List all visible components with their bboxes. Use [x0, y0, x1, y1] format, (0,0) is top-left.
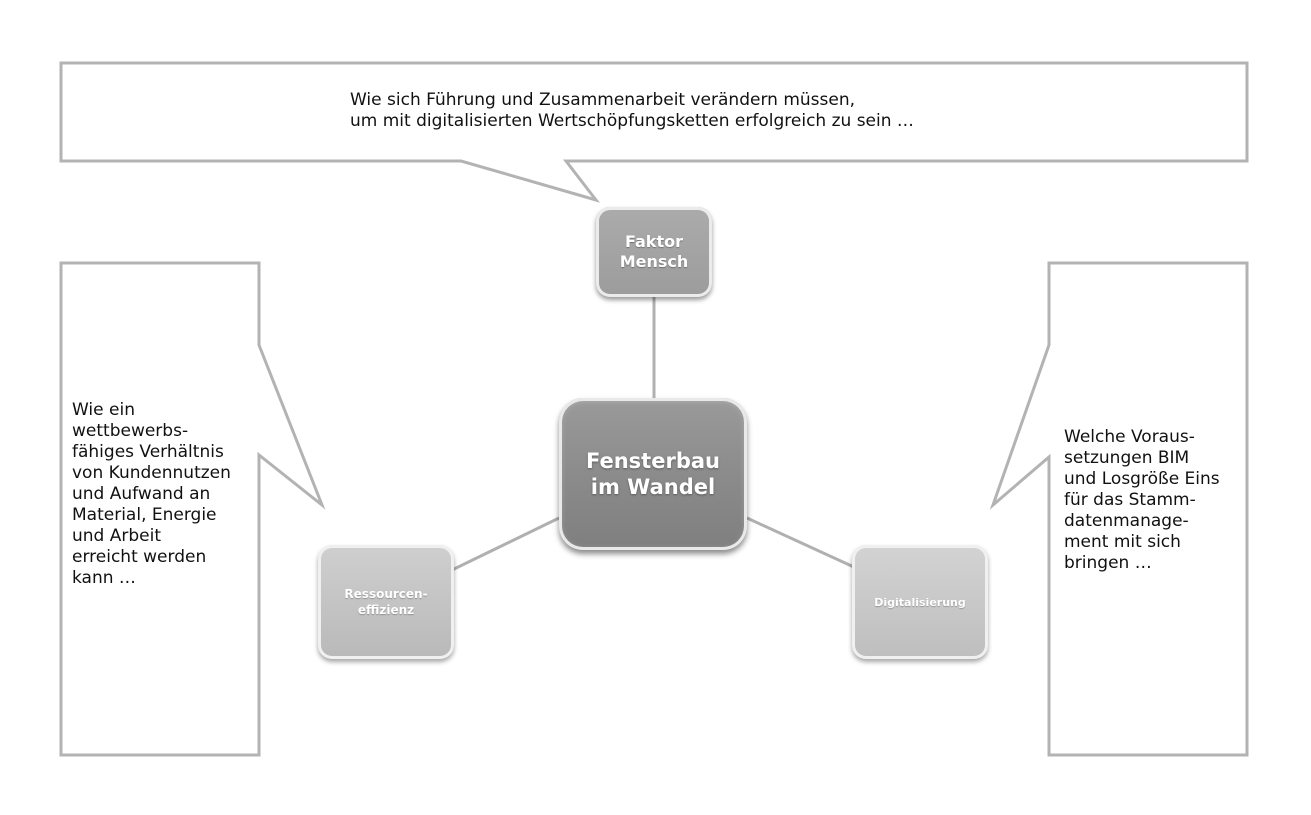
- node-fensterbau-im-wandel: Fensterbau im Wandel: [559, 398, 747, 550]
- node-digitalisierung-line: Digitalisierung: [874, 595, 966, 609]
- callout-right-line: datenmanage-: [1064, 511, 1189, 531]
- callout-left-line: und Arbeit: [72, 526, 162, 546]
- callout-left-line: Wie ein: [72, 400, 135, 420]
- node-digitalisierung: Digitalisierung: [852, 545, 988, 659]
- callout-top-bubble: [59, 61, 1249, 203]
- callout-right-line: setzungen BIM: [1064, 448, 1190, 468]
- node-center-line: im Wandel: [590, 475, 716, 499]
- callout-top-line: um mit digitalisierten Wertschöpfungsket…: [350, 111, 914, 131]
- connector-left: [451, 516, 560, 572]
- node-ressourceneffizienz-line: Ressourcen-: [344, 587, 428, 601]
- callout-left-line: und Aufwand an: [72, 484, 211, 504]
- callout-left-line: wettbewerbs-: [72, 421, 189, 441]
- node-faktor-mensch-line: Mensch: [619, 252, 689, 271]
- callout-left-line: kann …: [72, 568, 136, 588]
- connector-right: [746, 516, 857, 570]
- callout-right-line: bringen …: [1064, 553, 1152, 573]
- callout-right-text: Welche Voraus- setzungen BIM und Losgröß…: [1064, 427, 1240, 574]
- node-center-line: Fensterbau: [586, 449, 720, 473]
- callout-left-line: Material, Energie: [72, 505, 217, 525]
- node-ressourceneffizienz: Ressourcen- effizienz: [318, 545, 454, 659]
- callout-left-line: erreicht werden: [72, 547, 207, 567]
- callout-top-text: Wie sich Führung und Zusammenarbeit verä…: [350, 90, 914, 132]
- callout-left-text: Wie ein wettbewerbs- fähiges Verhältnis …: [72, 400, 252, 589]
- callout-right-line: für das Stamm-: [1064, 490, 1196, 510]
- node-faktor-mensch-line: Faktor: [625, 232, 683, 251]
- node-faktor-mensch: Faktor Mensch: [596, 207, 712, 297]
- node-ressourceneffizienz-line: effizienz: [357, 603, 415, 617]
- callout-right-line: und Losgröße Eins: [1064, 469, 1220, 489]
- callout-right-line: Welche Voraus-: [1064, 427, 1195, 447]
- callout-left-line: von Kundennutzen: [72, 463, 231, 483]
- callout-top-line: Wie sich Führung und Zusammenarbeit verä…: [350, 90, 856, 110]
- callout-left-bubble: [59, 261, 326, 757]
- callout-left-line: fähiges Verhältnis: [72, 442, 224, 462]
- callout-right-line: ment mit sich: [1064, 532, 1181, 552]
- callout-right-bubble: [989, 261, 1249, 757]
